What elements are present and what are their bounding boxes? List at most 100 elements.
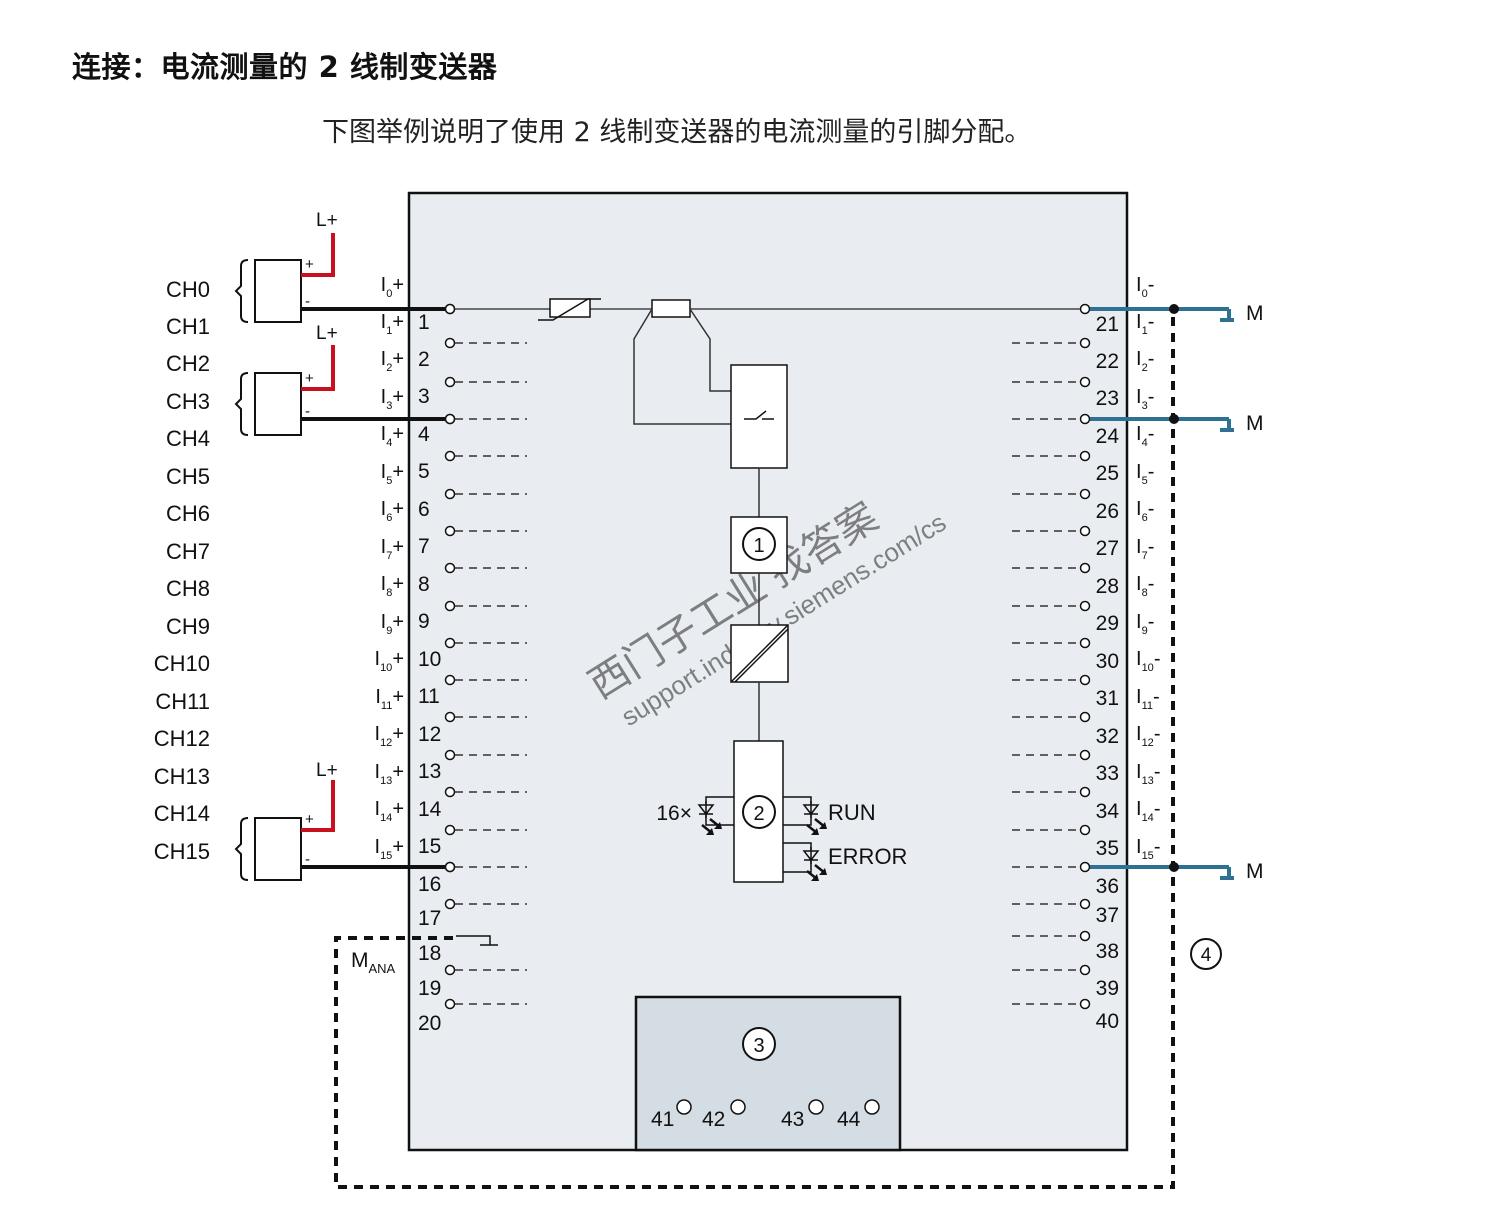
input-plus-label: I13+ bbox=[375, 761, 405, 787]
power-pin-number: 43 bbox=[781, 1108, 804, 1131]
right-terminal-circle bbox=[1079, 413, 1091, 425]
right-terminal-circle bbox=[1079, 562, 1091, 574]
right-pin-number: 26 bbox=[1096, 500, 1119, 523]
input-minus-label: I12- bbox=[1136, 723, 1160, 749]
right-pin-number: 39 bbox=[1096, 977, 1119, 1000]
input-plus-label: I2+ bbox=[381, 348, 404, 374]
right-terminal-circle bbox=[1079, 674, 1091, 686]
right-pin-number: 29 bbox=[1096, 612, 1119, 635]
run-led-label: RUN bbox=[828, 800, 876, 825]
right-pin-number: 37 bbox=[1096, 904, 1119, 927]
error-led-label: ERROR bbox=[828, 844, 907, 869]
plus-terminal-label: + bbox=[305, 256, 314, 273]
input-plus-label: I6+ bbox=[381, 498, 404, 524]
run-led-icon bbox=[802, 801, 827, 835]
right-pin-number: 33 bbox=[1096, 762, 1119, 785]
led-lead bbox=[783, 842, 812, 873]
transmitter-box bbox=[254, 372, 302, 436]
callout-1-circle bbox=[742, 527, 776, 561]
mana-label: MANA bbox=[351, 949, 396, 976]
input-minus-label: I6- bbox=[1136, 498, 1154, 524]
input-minus-label: I13- bbox=[1136, 761, 1160, 787]
right-pin-number: 28 bbox=[1096, 575, 1119, 598]
right-terminal-circle bbox=[1079, 303, 1091, 315]
ground-label: M bbox=[1246, 412, 1264, 435]
channel-led-label: 16× bbox=[656, 802, 692, 825]
ground-symbol-icon bbox=[1220, 309, 1234, 322]
page-heading: 连接：电流测量的 2 线制变送器 bbox=[72, 50, 498, 84]
input-plus-label: I12+ bbox=[375, 723, 405, 749]
left-terminal-circle bbox=[444, 998, 456, 1010]
supply-label: L+ bbox=[316, 210, 338, 231]
right-pin-number: 36 bbox=[1096, 875, 1119, 898]
right-terminal-circle bbox=[1079, 930, 1091, 942]
right-terminal-circle bbox=[1079, 376, 1091, 388]
right-pin-number: 34 bbox=[1096, 800, 1120, 823]
supply-wire bbox=[301, 233, 335, 277]
left-terminal-circle bbox=[444, 824, 456, 836]
plus-terminal-label: + bbox=[305, 811, 314, 828]
left-pin-number: 19 bbox=[418, 977, 441, 1000]
callout-4-circle bbox=[1190, 938, 1222, 970]
left-pin-number: 13 bbox=[418, 760, 441, 783]
supply-wire bbox=[301, 345, 335, 391]
right-terminal-circle bbox=[1079, 450, 1091, 462]
left-pin-number: 14 bbox=[418, 798, 442, 821]
ground-label: M bbox=[1246, 302, 1264, 325]
power-terminal-circle bbox=[808, 1099, 824, 1115]
right-terminal-circle bbox=[1079, 898, 1091, 910]
channel-label: CH14 bbox=[154, 801, 210, 826]
right-terminal-circle bbox=[1079, 637, 1091, 649]
left-terminal-circle bbox=[444, 337, 456, 349]
error-led-icon bbox=[802, 847, 827, 881]
input-minus-label: I3- bbox=[1136, 386, 1154, 412]
channel-label: CH0 bbox=[166, 277, 210, 302]
left-pin-number: 8 bbox=[418, 573, 430, 596]
right-pin-number: 31 bbox=[1096, 687, 1119, 710]
left-terminal-circle bbox=[444, 674, 456, 686]
channel-led-icon bbox=[697, 801, 722, 835]
channel-label: CH12 bbox=[154, 726, 210, 751]
left-terminal-circle bbox=[444, 637, 456, 649]
supply-label: L+ bbox=[316, 760, 338, 781]
left-pin-number: 6 bbox=[418, 498, 430, 521]
adc-diagonal bbox=[730, 624, 789, 683]
minus-terminal-label: - bbox=[305, 403, 310, 420]
transmitter-box bbox=[254, 259, 302, 323]
channel-label: CH8 bbox=[166, 576, 210, 601]
channel-label: CH6 bbox=[166, 501, 210, 526]
supply-wire bbox=[301, 780, 335, 832]
callout-4-label: 4 bbox=[1201, 945, 1212, 966]
ground-symbol-icon bbox=[1220, 867, 1234, 880]
left-terminal-circle bbox=[444, 413, 456, 425]
channel-label: CH3 bbox=[166, 389, 210, 414]
right-terminal-circle bbox=[1079, 786, 1091, 798]
input-plus-label: I14+ bbox=[375, 798, 405, 824]
left-pin-number: 18 bbox=[418, 942, 441, 965]
left-terminal-circle bbox=[444, 786, 456, 798]
channel-label: CH4 bbox=[166, 426, 210, 451]
input-plus-label: I3+ bbox=[381, 386, 404, 412]
right-pin-number: 35 bbox=[1096, 837, 1119, 860]
left-terminal-circle bbox=[444, 376, 456, 388]
input-plus-label: I8+ bbox=[381, 573, 404, 599]
right-pin-number: 23 bbox=[1096, 387, 1119, 410]
left-pin-number: 10 bbox=[418, 648, 441, 671]
right-pin-number: 38 bbox=[1096, 940, 1119, 963]
junction-dot bbox=[1169, 414, 1179, 424]
input-plus-label: I7+ bbox=[381, 536, 404, 562]
input-minus-label: I1- bbox=[1136, 311, 1154, 337]
shunt-resistor-icon bbox=[651, 299, 691, 318]
channel-label: CH5 bbox=[166, 464, 210, 489]
left-terminal-circle bbox=[444, 303, 456, 315]
right-terminal-circle bbox=[1079, 861, 1091, 873]
right-pin-number: 40 bbox=[1096, 1010, 1119, 1033]
input-plus-label: I4+ bbox=[381, 423, 404, 449]
minus-terminal-label: - bbox=[305, 293, 310, 310]
left-pin-number: 4 bbox=[418, 423, 430, 446]
left-pin-number: 7 bbox=[418, 535, 430, 558]
power-terminal-circle bbox=[864, 1099, 880, 1115]
minus-terminal-label: - bbox=[305, 851, 310, 868]
left-pin-number: 9 bbox=[418, 610, 430, 633]
